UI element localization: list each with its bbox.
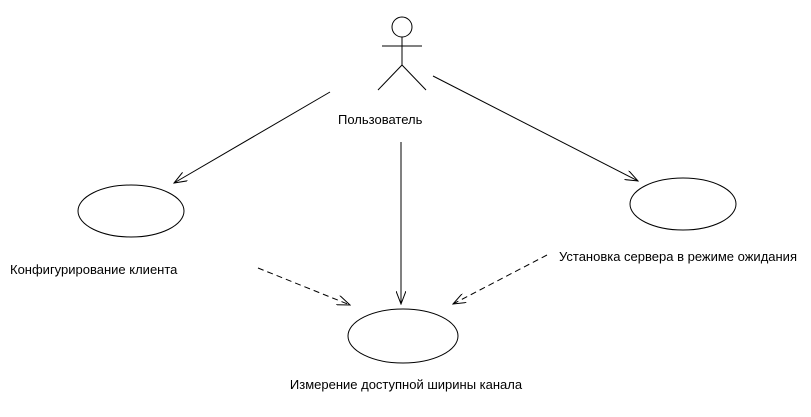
use-case-measure-ellipse[interactable] [347,308,459,364]
use-case-server-label: Установка сервера в режиме ожидания [559,249,797,264]
use-case-server-ellipse[interactable] [629,177,737,231]
actor-right-leg [401,64,427,91]
actor-head [391,16,413,38]
actor-left-leg [377,64,403,91]
association-actor-config[interactable] [174,91,331,183]
use-case-config-ellipse[interactable] [77,184,185,238]
dependency-server-measure[interactable] [453,254,548,304]
actor-name-label: Пользователь [338,112,423,127]
dependency-config-measure[interactable] [257,267,350,305]
actor-icon[interactable] [377,16,427,91]
use-case-measure-label: Измерение доступной ширины канала [289,377,523,392]
association-actor-server[interactable] [432,75,638,181]
use-case-config-label: Конфигурирование клиента [10,262,178,277]
